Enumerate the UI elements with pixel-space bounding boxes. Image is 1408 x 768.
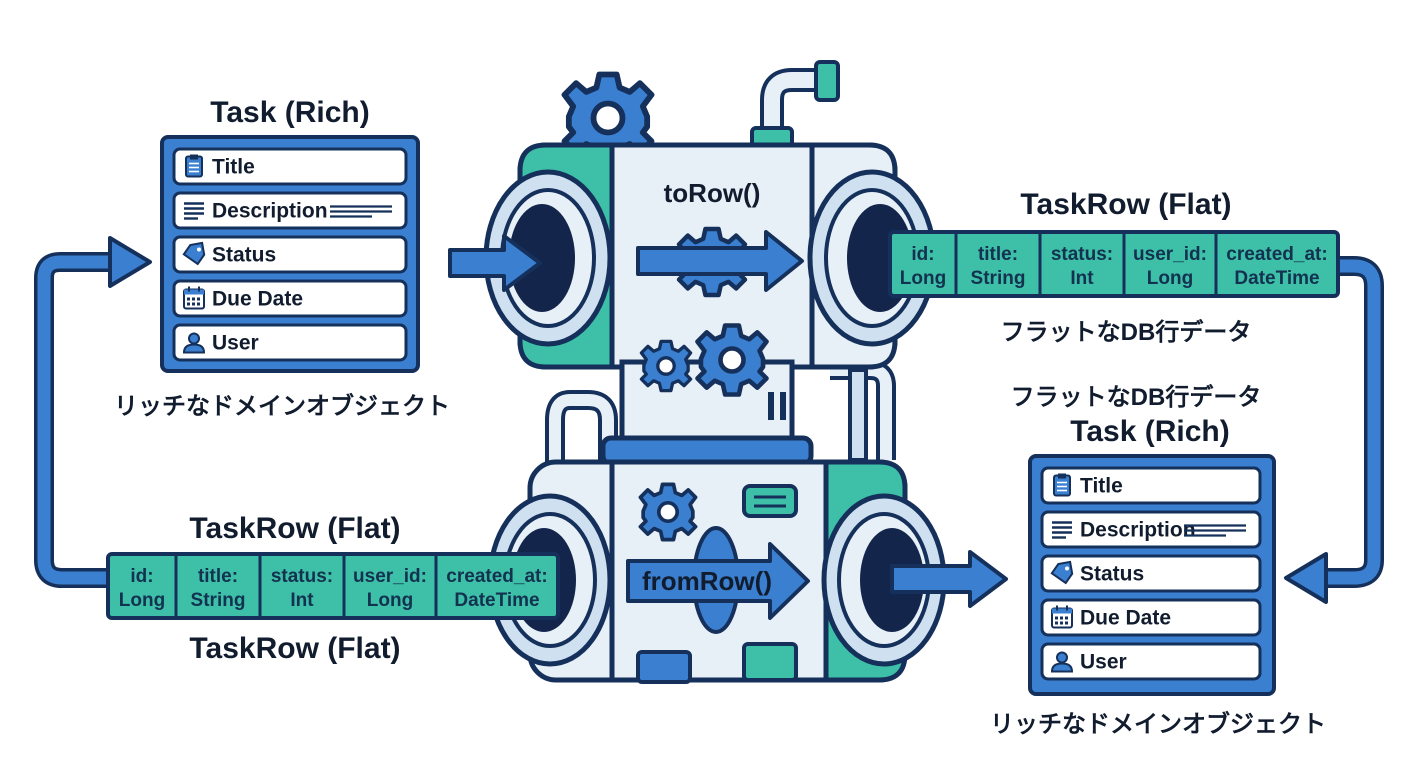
row-cell: user_id: Long — [1122, 232, 1207, 296]
field-row: User — [172, 323, 408, 362]
right-loop-arrow-head — [1284, 552, 1328, 604]
cell-type: Int — [290, 590, 314, 611]
top-right-caption: フラットなDB行データ — [1001, 318, 1252, 346]
field-row: User — [1040, 642, 1262, 681]
top-left-heading: Task (Rich) — [210, 96, 369, 129]
cell-key: title: — [978, 244, 1018, 265]
field-label: Due Date — [212, 288, 303, 311]
top-right-cells: id: Long title: String status: Int user_id: Lon… — [888, 230, 1340, 298]
input-arrow-top — [448, 234, 542, 292]
row-cell: status: Int — [258, 554, 333, 618]
calendar-icon — [1051, 605, 1073, 629]
bottom-left-heading: TaskRow (Flat) — [189, 512, 400, 545]
field-row: Status — [172, 235, 408, 274]
cycle-arrows — [34, 236, 1384, 604]
bottom-right-heading: Task (Rich) — [1070, 415, 1229, 448]
field-row: Title — [172, 147, 408, 186]
cell-type: Int — [1070, 268, 1094, 289]
from-row-arrow — [626, 542, 810, 620]
field-label: Status — [212, 244, 276, 267]
field-label: Title — [1080, 475, 1123, 498]
field-row: Status — [1040, 554, 1262, 593]
cell-type: DateTime — [454, 590, 539, 611]
tag-icon — [182, 241, 206, 266]
clipboard-icon — [1053, 473, 1071, 497]
field-row: Due Date — [1040, 598, 1262, 637]
cell-type: Long — [900, 268, 946, 289]
row-cell: title: String — [954, 232, 1026, 296]
text-lines-icon — [184, 202, 204, 220]
user-icon — [1050, 651, 1074, 673]
bottom-left-cells: id: Long title: String status: Int user_id: Lon… — [106, 552, 560, 620]
cell-key: user_id: — [353, 566, 427, 587]
left-loop-arrow-head — [108, 236, 152, 288]
field-row: Title — [1040, 466, 1262, 505]
field-row: Due Date — [172, 279, 408, 318]
text-lines-icon — [1052, 521, 1072, 539]
to-row-label: toRow() — [664, 178, 761, 208]
cell-type: Long — [119, 590, 165, 611]
cell-key: created_at: — [446, 566, 547, 587]
cell-key: status: — [271, 566, 333, 587]
bottom-gear-icon — [638, 482, 698, 542]
cell-key: created_at: — [1226, 244, 1327, 265]
output-arrow-bottom — [890, 550, 1008, 608]
bottom-left-taskrow-flat: TaskRow (Flat) id: Long title: String status… — [106, 512, 560, 665]
cell-key: title: — [198, 566, 238, 587]
row-cell: user_id: Long — [342, 554, 427, 618]
bottom-right-task-rich: フラットなDB行データ Task (Rich) TitleDescription… — [990, 383, 1326, 738]
cell-key: id: — [130, 566, 153, 587]
middle-gear-small-icon — [639, 339, 693, 393]
cell-key: id: — [911, 244, 934, 265]
from-row-label: fromRow() — [642, 566, 772, 596]
field-label: User — [1080, 651, 1127, 674]
field-label: Description — [1080, 519, 1196, 542]
user-icon — [182, 332, 206, 354]
middle-gear-large-icon — [698, 326, 767, 395]
field-row: Description — [172, 191, 408, 230]
tag-icon — [1050, 560, 1074, 585]
cell-type: DateTime — [1234, 268, 1319, 289]
field-row: Description — [1040, 510, 1262, 549]
row-cell: status: Int — [1038, 232, 1113, 296]
cell-type: Long — [367, 590, 413, 611]
row-cell: id: Long — [119, 566, 165, 611]
cell-type: Long — [1147, 268, 1193, 289]
field-label: User — [212, 332, 259, 355]
clipboard-icon — [185, 154, 203, 178]
bottom-right-caption-top: フラットなDB行データ — [1011, 383, 1262, 411]
row-cell: created_at: DateTime — [434, 554, 548, 618]
field-label: Title — [212, 156, 255, 179]
calendar-icon — [183, 286, 205, 310]
bottom-left-caption: TaskRow (Flat) — [189, 632, 400, 665]
field-label: Status — [1080, 563, 1144, 586]
top-right-taskrow-flat: TaskRow (Flat) id: Long title: String status… — [888, 188, 1340, 346]
cell-key: user_id: — [1133, 244, 1207, 265]
top-left-caption: リッチなドメインオブジェクト — [114, 392, 450, 420]
field-label: Due Date — [1080, 607, 1171, 630]
flow-arrows — [448, 230, 1008, 620]
cell-key: status: — [1051, 244, 1113, 265]
top-input-port — [483, 169, 613, 347]
to-row-arrow — [636, 230, 804, 292]
bottom-right-caption: リッチなドメインオブジェクト — [990, 710, 1326, 738]
field-label: Description — [212, 200, 328, 223]
cell-type: String — [191, 590, 246, 611]
row-cell: title: String — [174, 554, 246, 618]
row-cell: id: Long — [900, 244, 946, 289]
cell-type: String — [971, 268, 1026, 289]
top-right-heading: TaskRow (Flat) — [1020, 188, 1231, 221]
row-cell: created_at: DateTime — [1214, 232, 1328, 296]
